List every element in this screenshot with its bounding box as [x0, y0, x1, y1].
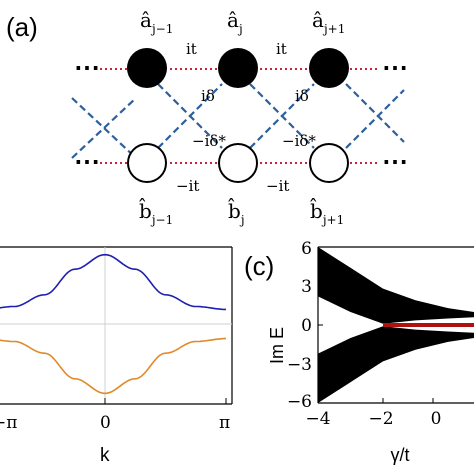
panel-b-xlabel: k	[100, 445, 110, 466]
hop-label-top-2: it	[276, 40, 287, 58]
site-b-j	[218, 143, 258, 183]
spectrum-upper-band	[318, 247, 474, 324]
bottom-site-labels: b̂j−1 b̂j b̂j+1	[138, 197, 344, 227]
panel-b-xtick-labels: −π 0 π	[0, 413, 230, 433]
delta-star-label-1: −iδ*	[192, 132, 226, 150]
panel-c-xtick-minus4: −4	[305, 409, 330, 429]
panel-c-xlabel: γ/t	[390, 445, 409, 465]
panel-a-label: (a)	[6, 12, 38, 42]
hop-label-bottom-2: −it	[266, 177, 289, 195]
site-b-jm1	[127, 143, 167, 183]
panel-c-xtick-minus2: −2	[368, 409, 393, 429]
site-label-a-j: âj	[227, 8, 243, 36]
delta-star-label-2: −iδ*	[282, 132, 316, 150]
panel-a: (a) âj−1 âj âj+1 ⋯ ⋯ ⋯ ⋯	[6, 8, 408, 227]
panel-c: (c) Im E 6 3 0 −3 −6	[244, 239, 474, 465]
site-a-jp1	[309, 48, 349, 88]
panel-c-label: (c)	[244, 251, 274, 281]
panel-c-ytick-3: 3	[301, 277, 312, 297]
spectrum-lower-band	[318, 326, 474, 403]
site-label-a-jm1: âj−1	[140, 8, 173, 36]
site-a-j	[218, 48, 258, 88]
panel-b-xtick-label-pi: π	[219, 413, 230, 433]
hop-label-top-1: it	[186, 40, 197, 58]
a-sites	[127, 48, 349, 88]
panel-c-ytick-6: 6	[301, 239, 312, 259]
ellipsis-top-right: ⋯	[382, 53, 408, 83]
delta-label-2: iδ	[295, 87, 309, 105]
panel-b-xtick-label-minus-pi: −π	[0, 413, 17, 433]
ellipsis-marks: ⋯ ⋯ ⋯ ⋯	[74, 53, 408, 177]
panel-b-xtick-label-zero: 0	[100, 413, 111, 433]
top-site-labels: âj−1 âj âj+1	[140, 8, 345, 36]
site-label-b-jp1: b̂j+1	[309, 197, 344, 227]
band-lower-curve	[0, 337, 226, 395]
panel-c-ytick-labels: 6 3 0 −3 −6	[287, 239, 312, 412]
site-label-b-j: b̂j	[227, 197, 244, 227]
panel-c-xtick-0: 0	[431, 409, 442, 429]
b-sites	[127, 143, 349, 183]
site-label-b-jm1: b̂j−1	[138, 197, 173, 227]
ellipsis-bottom-right: ⋯	[382, 147, 408, 177]
ellipsis-bottom-left: ⋯	[74, 147, 100, 177]
delta-label-1: iδ	[201, 87, 215, 105]
site-label-a-jp1: âj+1	[312, 8, 345, 36]
panel-c-xtick-labels: −4 −2 0	[305, 409, 441, 429]
site-b-jp1	[309, 143, 349, 183]
panel-c-ytick-minus3: −3	[287, 355, 312, 375]
site-a-jm1	[127, 48, 167, 88]
hopping-labels: it it −it −it iδ iδ −iδ* −iδ*	[176, 40, 316, 195]
panel-b: −π 0 π k	[0, 246, 233, 466]
ellipsis-top-left: ⋯	[74, 53, 100, 83]
panel-c-ticks	[318, 285, 434, 403]
panel-c-ytick-0: 0	[301, 316, 312, 336]
panel-c-ylabel: Im E	[267, 327, 287, 364]
panel-c-ytick-minus6: −6	[287, 392, 312, 412]
hop-label-bottom-1: −it	[176, 177, 199, 195]
band-upper-curve	[0, 253, 226, 311]
diagonal-couplings	[71, 83, 405, 159]
